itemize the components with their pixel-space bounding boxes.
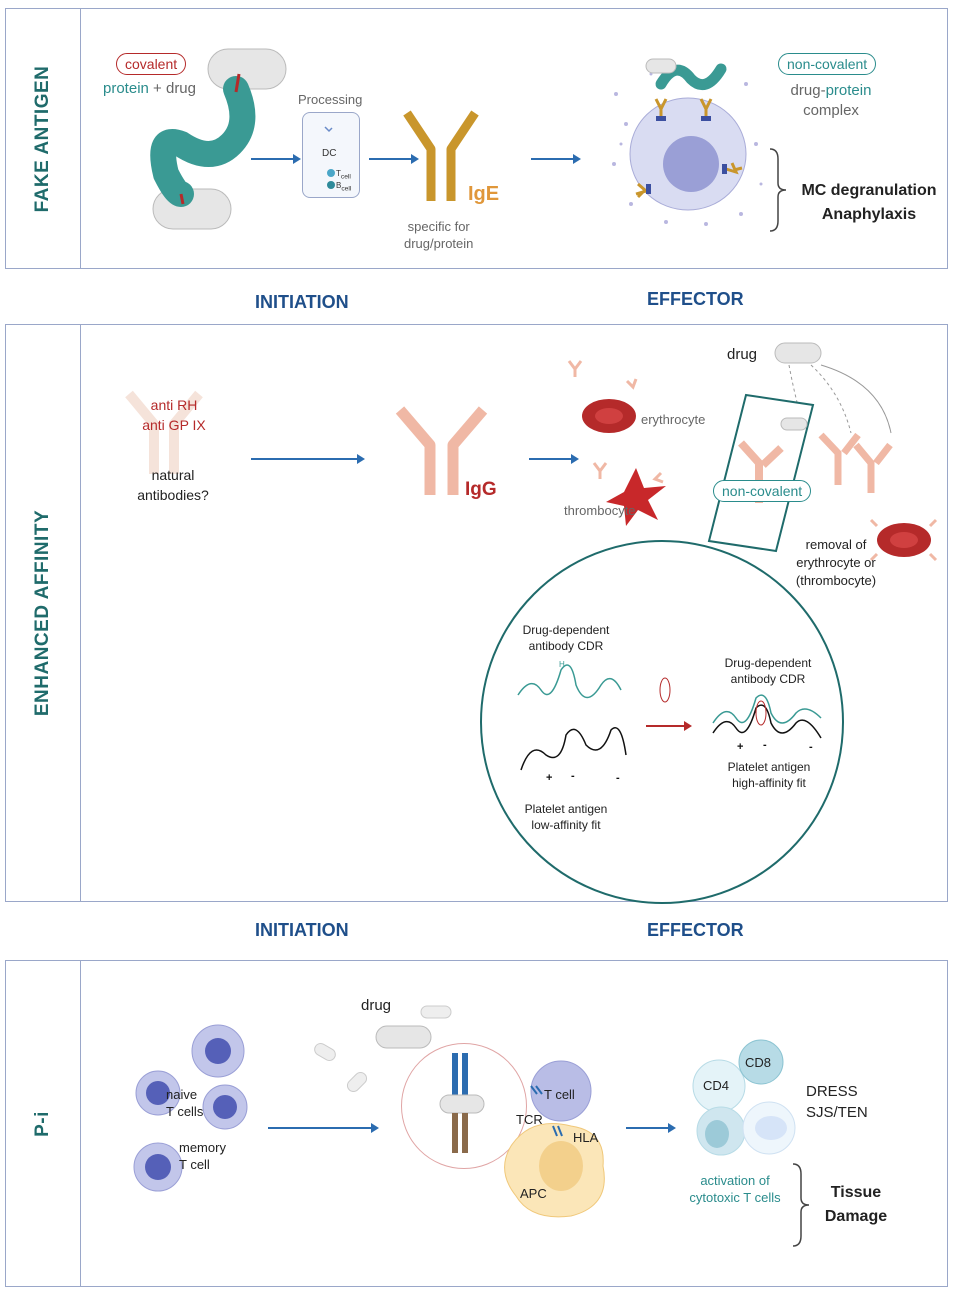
phase-effector-1: EFFECTOR [647, 289, 744, 309]
arrow-to-ige [369, 154, 419, 164]
tcr-hla-receptor-icon [439, 1053, 485, 1153]
dress-label: DRESS [806, 1083, 858, 1100]
charge-right-1: - [763, 739, 767, 751]
cdr-h-left: H [559, 660, 565, 669]
drug-capsules-icon [314, 1005, 452, 1093]
platelet-low-caption: Platelet antigen low-affinity fit [524, 802, 608, 832]
panel-side-bar: FAKE ANTIGEN [6, 9, 81, 268]
panel-enhanced-affinity: ENHANCED AFFINITY anti RH anti GP IX nat… [5, 324, 948, 904]
outcome-brace [769, 148, 787, 232]
covalent-label: covalent [116, 53, 187, 75]
cd8-label: CD8 [745, 1055, 772, 1070]
phase-initiation-2: INITIATION [255, 920, 349, 940]
hla-label: HLA [573, 1130, 599, 1145]
apc-label: APC [520, 1186, 547, 1201]
drug-binding-arrows [788, 364, 892, 434]
phase-effector-2: EFFECTOR [647, 920, 744, 940]
processing-box: DC Tcell Bcell [302, 112, 360, 198]
charge-left-2: - [616, 772, 620, 784]
tcell-apc-illustration [504, 1060, 605, 1218]
arrow-to-processing [251, 154, 301, 164]
protein-drug-caption: protein + drug [103, 80, 196, 97]
bcell-mini-label: Bcell [336, 181, 352, 193]
arrow-to-synapse [268, 1123, 379, 1133]
activation-caption: activation of cytotoxic T cells [689, 1173, 781, 1205]
cd4-label: CD4 [703, 1078, 730, 1093]
bound-igg-icons [818, 432, 893, 493]
arrow-to-cells [529, 454, 579, 464]
mast-cell-degranulation-illustration [612, 58, 763, 226]
charge-right-2: - [809, 741, 813, 753]
arrow-to-mast-cell [531, 154, 581, 164]
tcell-label: T cell [544, 1087, 575, 1102]
ige-antibody-icon [403, 110, 479, 201]
specific-caption: specific for drug/protein [404, 219, 474, 251]
memory-tcell-caption: memory T cell [179, 1140, 226, 1172]
protein-drug-conjugate-illustration [150, 48, 287, 230]
charge-left-1: - [571, 770, 575, 782]
ige-label: IgE [468, 183, 500, 205]
disease-caption: DRESS SJS/TEN [806, 1081, 868, 1123]
drug-binding-arrow [646, 677, 692, 731]
charge-right-0: + [737, 741, 743, 753]
panel-side-bar: ENHANCED AFFINITY [6, 325, 81, 901]
panel-label: P-i [32, 1110, 53, 1137]
panel-fake-antigen: FAKE ANTIGEN covalent protein + drug Pro… [5, 8, 948, 269]
naive-tcells-caption: naive T cells [166, 1087, 204, 1119]
igg-label: IgG [465, 479, 497, 500]
anti-gp-label: anti GP IX [142, 417, 206, 433]
sjs-ten-label: SJS/TEN [806, 1104, 868, 1121]
dc-label: DC [322, 148, 337, 159]
tcr-label: TCR [516, 1112, 543, 1127]
anti-rh-label: anti RH [150, 397, 198, 413]
arrow-to-igg [251, 454, 365, 464]
outcome-caption: MC degranulation Anaphylaxis [801, 182, 937, 223]
removal-caption: removal of erythrocyte or (thrombocyte) [795, 537, 877, 588]
arrow-to-cytotoxic [626, 1123, 676, 1133]
dc-cells-icon [324, 126, 335, 189]
t-cells-illustration [133, 1024, 248, 1192]
tissue-damage-caption: Tissue Damage [824, 1184, 888, 1225]
cdr-left-caption: Drug-dependent antibody CDR [522, 623, 610, 653]
panel-label: FAKE ANTIGEN [32, 65, 53, 212]
thrombocyte-icon [592, 462, 666, 526]
cytotoxic-tcells-illustration [692, 1039, 796, 1156]
noncovalent-label: non-covalent [713, 480, 812, 502]
drug-label: drug [361, 997, 392, 1014]
natural-antibodies-caption: natural antibodies? [137, 467, 209, 503]
tcell-mini-label: Tcell [336, 169, 351, 181]
charge-left-0: + [546, 772, 552, 784]
complex-caption: drug-protein complex [790, 82, 872, 119]
erythrocyte-removal-icon [869, 518, 938, 562]
erythrocyte-icon [567, 360, 638, 433]
drug-label: drug [727, 346, 758, 363]
phase-initiation-1: INITIATION [255, 292, 349, 312]
thrombocyte-label: thrombocyte [564, 503, 636, 518]
panel-side-bar: P-i [6, 961, 81, 1286]
zoom-lens-frame [707, 393, 815, 553]
noncovalent-label: non-covalent [778, 53, 877, 75]
plus-drug-word: + drug [153, 80, 196, 97]
faded-antibody-icon [125, 390, 203, 474]
protein-word: protein [103, 80, 149, 97]
platelet-high-caption: Platelet antigen high-affinity fit [727, 760, 811, 790]
igg-antibody-icon [395, 406, 488, 495]
panel-label: ENHANCED AFFINITY [32, 509, 53, 717]
cdr-low-affinity-waves: H + - - [517, 660, 627, 784]
panel-p-i: P-i naive T cells memory T cell drug T c… [5, 960, 948, 1287]
anti-antigen-labels: anti RH anti GP IX [134, 395, 214, 435]
processing-label: Processing [298, 92, 363, 107]
cdr-high-affinity-waves: + - - [712, 694, 822, 753]
drug-capsule-icon [774, 342, 822, 364]
cdr-detail-circle [480, 540, 844, 904]
cdr-right-caption: Drug-dependent antibody CDR [724, 656, 812, 686]
erythrocyte-label: erythrocyte [641, 412, 706, 427]
tissue-damage-brace [792, 1163, 810, 1247]
